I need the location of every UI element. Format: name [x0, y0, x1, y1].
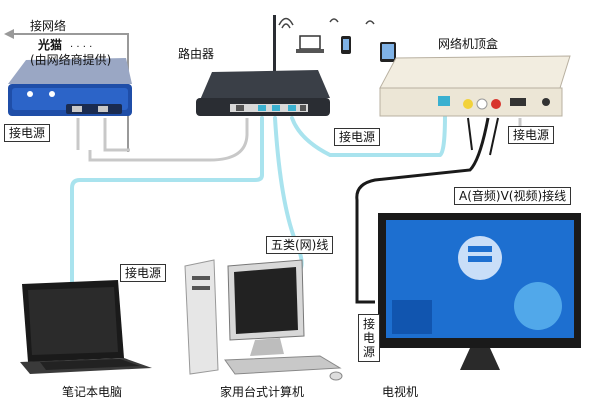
tv — [378, 213, 581, 370]
wifi-icon — [278, 17, 375, 29]
router-label: 路由器 — [178, 47, 215, 61]
power-cables — [76, 118, 522, 162]
desktop-power-label: 接电源 — [120, 264, 167, 282]
laptop — [20, 280, 152, 374]
tv-label: 电视机 — [382, 385, 419, 399]
av-cable-label: A(音频)V(视频)接线 — [454, 187, 572, 205]
settop-box-label: 网络机顶盒 — [438, 37, 499, 51]
modem-note: (由网络商提供) — [30, 53, 112, 67]
phone-icon — [341, 36, 351, 54]
router-power-label: 接电源 — [334, 128, 381, 146]
desktop-label: 家用台式计算机 — [220, 385, 305, 399]
router — [196, 15, 330, 116]
laptop-icon — [296, 35, 324, 53]
tablet-icon — [380, 42, 396, 62]
settop-box — [379, 55, 571, 117]
internet-label: 接网络 — [30, 19, 67, 33]
modem-power-label: 接电源 — [4, 124, 51, 142]
settop-box-power-label: 接电源 — [508, 126, 555, 144]
modem — [8, 58, 132, 116]
modem-label: 光猫 — [38, 38, 63, 52]
laptop-label: 笔记本电脑 — [62, 385, 123, 399]
desktop — [184, 259, 343, 381]
cat5-cable-label: 五类(网)线 — [266, 236, 334, 254]
modem-dots: . . . . — [70, 39, 93, 50]
av-cable — [355, 117, 499, 304]
tv-power-label: 接电源 — [358, 314, 380, 362]
